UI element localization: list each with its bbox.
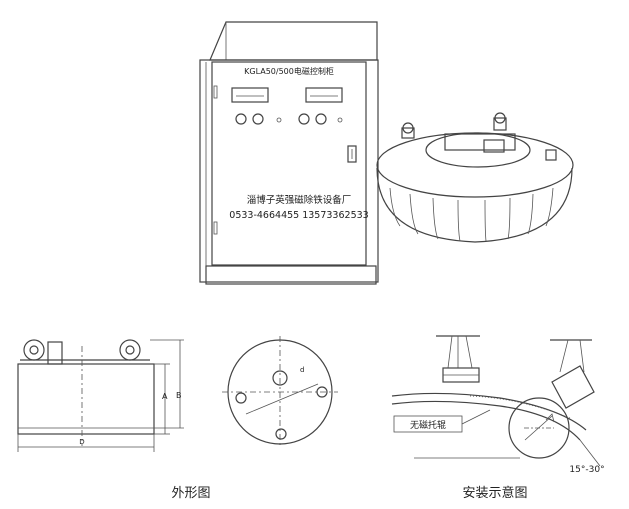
dimension-d-label: D xyxy=(79,438,84,446)
lock-icon xyxy=(347,145,357,163)
non-magnetic-idler-label: 无磁托辊 xyxy=(410,419,446,431)
svg-text:d: d xyxy=(300,366,304,374)
install-caption: 安装示意图 xyxy=(462,485,527,501)
lifting-lug-icon xyxy=(401,112,557,161)
round-magnet xyxy=(376,112,574,243)
company-phone: 0533-4664455 13573362533 xyxy=(229,210,368,221)
dimension-a-label: A xyxy=(162,392,168,401)
control-cabinet: KGLA50/500电磁控制柜 淄博子英强磁除铁设备厂 0533-4664455… xyxy=(199,21,379,285)
company-name: 淄博子英强磁除铁设备厂 xyxy=(247,194,352,206)
outline-caption: 外形图 xyxy=(171,486,210,501)
outline-top-view: d xyxy=(222,336,338,448)
dimension-b-label: B xyxy=(176,391,182,400)
knob-icon xyxy=(235,113,327,125)
installation-diagram: 无磁托辊 15°-30° xyxy=(391,335,605,475)
outline-side-view: A B D xyxy=(17,339,184,452)
cabinet-model-label: KGLA50/500电磁控制柜 xyxy=(244,66,334,76)
install-angle-label: 15°-30° xyxy=(569,465,604,475)
